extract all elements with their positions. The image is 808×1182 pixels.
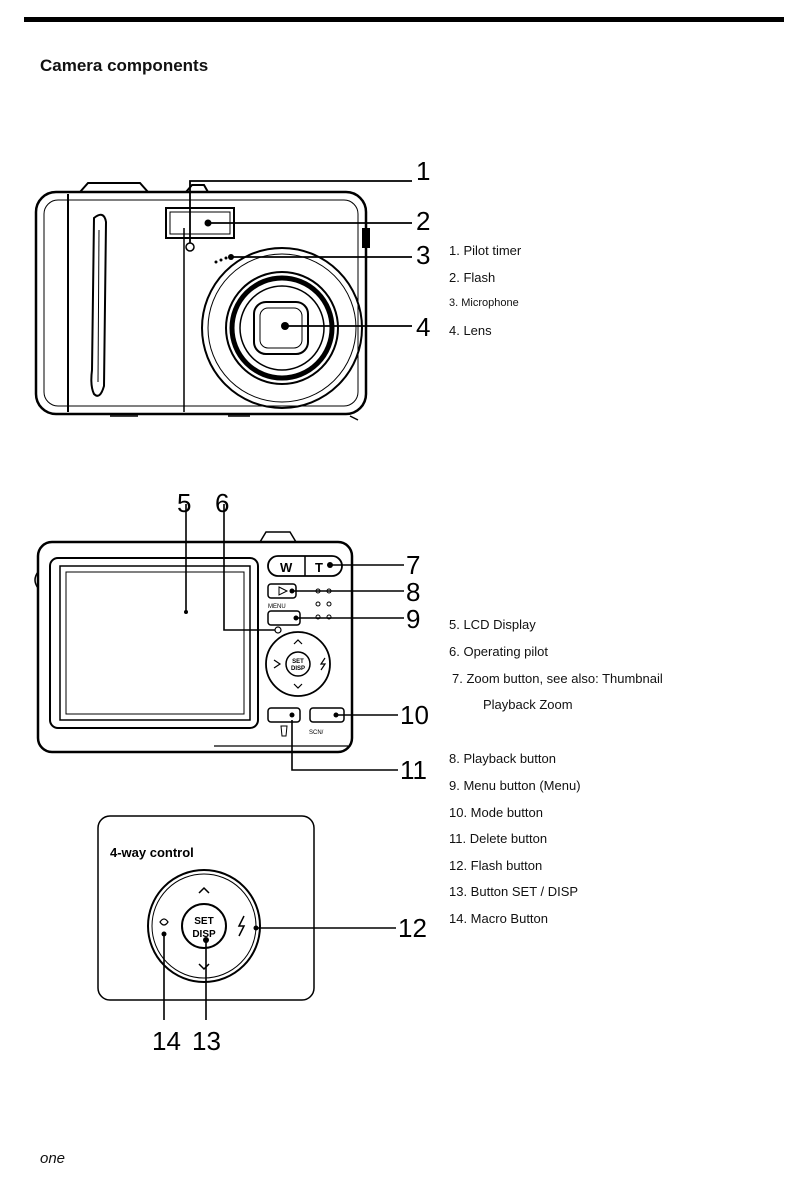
menu-label: MENU: [268, 604, 286, 610]
callout-7: 7: [406, 550, 420, 580]
callout-4: 4: [416, 312, 430, 342]
callout-14: 14: [152, 1026, 181, 1056]
callout-9: 9: [406, 604, 420, 634]
four-way-set-label: SET: [194, 916, 213, 927]
callout-11: 11: [400, 755, 427, 784]
page-footer: one: [40, 1150, 66, 1167]
mode-label: SCN/: [309, 730, 324, 736]
legend-zoom: 7. Zoom button, see also: Thumbnail: [452, 671, 663, 686]
legend-playback: 8. Playback button: [449, 751, 556, 766]
callout-2: 2: [416, 206, 430, 236]
four-way-disp-label: DISP: [192, 929, 216, 940]
camera-front-illustration: 1 2 3 4: [28, 150, 448, 430]
callout-8: 8: [406, 577, 420, 607]
legend-lens: 4. Lens: [449, 323, 492, 338]
legend-microphone: 3. Microphone: [449, 297, 519, 309]
callout-5: 5: [177, 488, 191, 518]
legend-zoom-cont: Playback Zoom: [483, 697, 573, 712]
top-rule: [24, 17, 784, 22]
legend-flash: 2. Flash: [449, 270, 496, 285]
camera-back-illustration: W T MENU SET DISP SCN/ 5 6 7 8 9 10 11: [28, 484, 438, 784]
callout-3: 3: [416, 240, 430, 270]
page-title: Camera components: [40, 56, 209, 75]
callout-10: 10: [400, 700, 429, 730]
four-way-title: 4-way control: [110, 845, 194, 860]
legend-lcd: 5. LCD Display: [449, 617, 536, 632]
legend-operating-pilot: 6. Operating pilot: [449, 644, 549, 659]
four-way-control-illustration: 4-way control SET DISP 12 14 13: [30, 800, 440, 1060]
legend-mode: 10. Mode button: [449, 805, 543, 820]
legend-set-disp: 13. Button SET / DISP: [449, 884, 579, 899]
zoom-wide-label: W: [280, 560, 293, 575]
legend-macro: 14. Macro Button: [449, 911, 548, 926]
legend-flash-button: 12. Flash button: [449, 858, 543, 873]
callout-1: 1: [416, 156, 430, 186]
legend-delete: 11. Delete button: [449, 831, 548, 846]
callout-12: 12: [398, 913, 427, 943]
callout-6: 6: [215, 488, 229, 518]
zoom-tele-label: T: [315, 560, 323, 575]
set-label: SET: [292, 659, 304, 665]
callout-13: 13: [192, 1026, 221, 1056]
disp-label: DISP: [291, 666, 305, 672]
legend-menu: 9. Menu button (Menu): [449, 778, 581, 793]
legend-pilot-timer: 1. Pilot timer: [449, 243, 522, 258]
